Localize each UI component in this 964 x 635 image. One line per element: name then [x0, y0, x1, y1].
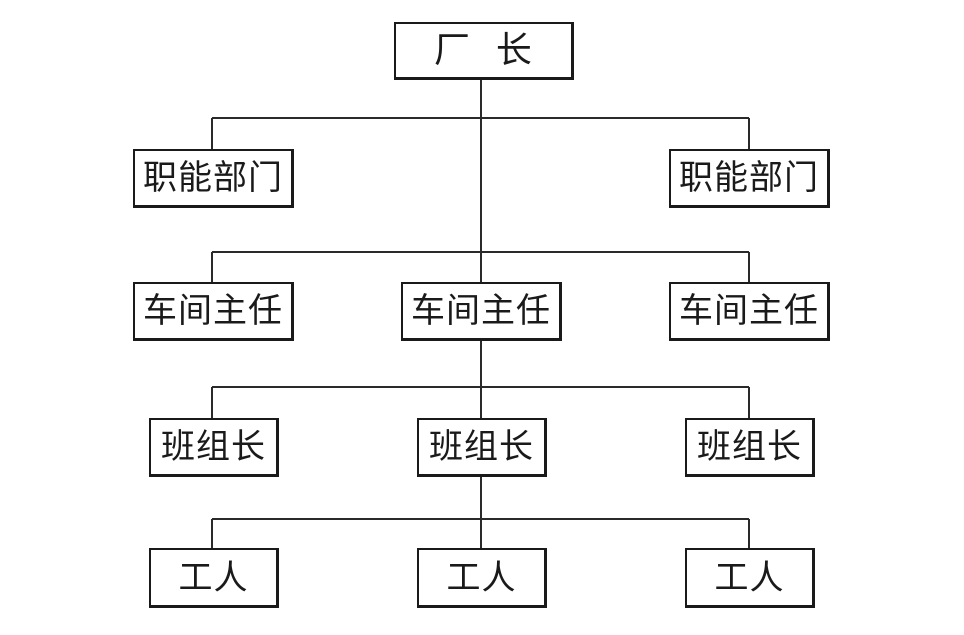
worker-node-right: 工人: [685, 548, 815, 608]
workshop-director-node-left: 车间主任: [133, 282, 294, 341]
team-leader-node-right: 班组长: [685, 418, 815, 477]
functional-department-node-right: 职能部门: [669, 149, 830, 208]
worker-node-middle: 工人: [417, 548, 547, 608]
functional-department-node-left: 职能部门: [133, 149, 294, 208]
factory-director-node: 厂 长: [394, 22, 574, 80]
workshop-director-node-middle: 车间主任: [401, 282, 562, 341]
workshop-director-node-right: 车间主任: [669, 282, 830, 341]
worker-node-left: 工人: [149, 548, 279, 608]
team-leader-node-middle: 班组长: [417, 418, 547, 477]
team-leader-node-left: 班组长: [149, 418, 279, 477]
